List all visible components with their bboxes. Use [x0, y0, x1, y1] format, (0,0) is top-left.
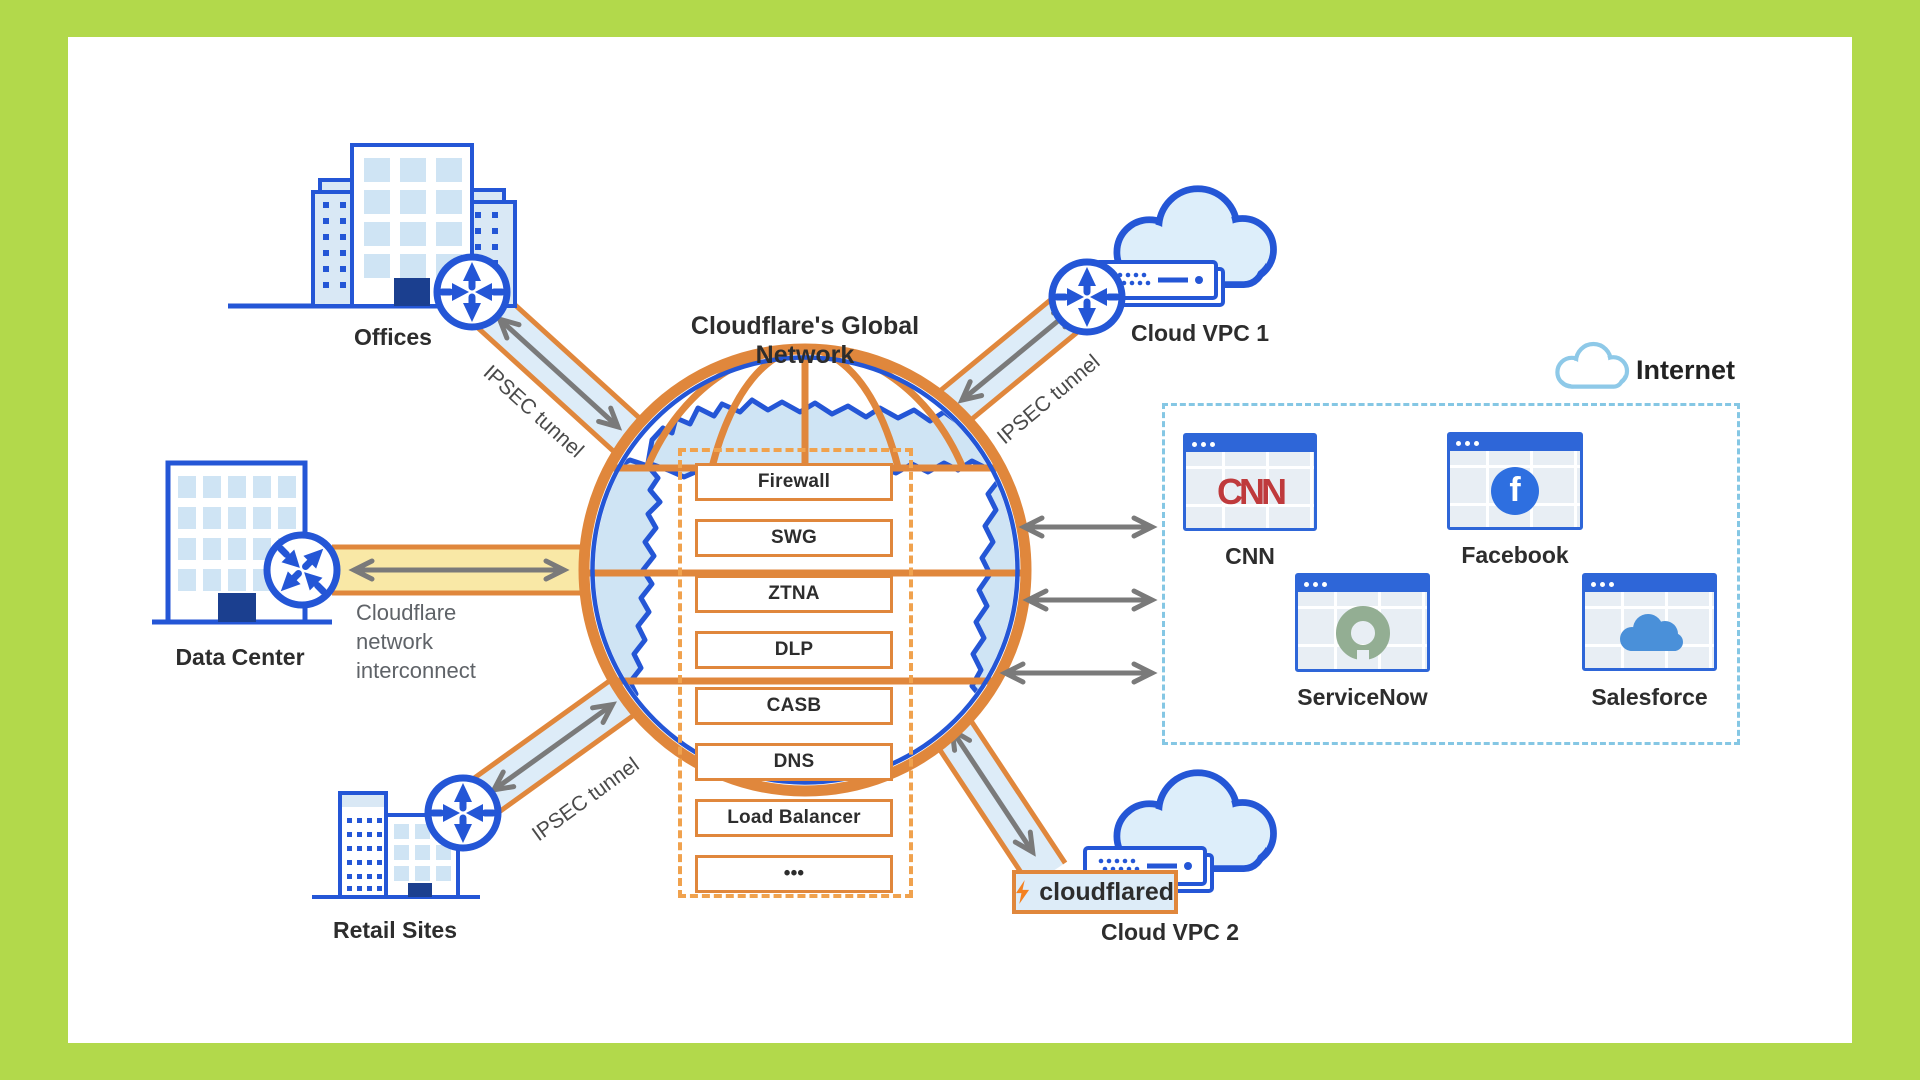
internet-cloud-icon — [1555, 341, 1630, 389]
browser-titlebar — [1585, 576, 1714, 592]
window-dot-icon — [1201, 441, 1206, 447]
internet-label: Internet — [1636, 355, 1736, 385]
servicenow-ring-notch — [1356, 650, 1369, 664]
lightning-bolt-icon — [1016, 880, 1030, 904]
browser-titlebar — [1450, 435, 1580, 451]
service-box-dns: DNS — [695, 743, 893, 781]
data-center-label: Data Center — [175, 644, 305, 670]
offices-building — [228, 143, 517, 309]
window-dot-icon — [1322, 581, 1327, 587]
browser-titlebar — [1298, 576, 1427, 592]
browser-window-cnn: CNN — [1183, 433, 1317, 531]
facebook-label: Facebook — [1461, 542, 1569, 568]
service-box-load-balancer: Load Balancer — [695, 799, 893, 837]
facebook-logo-letter: f — [1509, 471, 1521, 509]
service-box-dlp: DLP — [695, 631, 893, 669]
cloud-vpc1-label: Cloud VPC 1 — [1130, 320, 1269, 346]
browser-window-servicenow — [1295, 573, 1430, 672]
network-interconnect-label: Cloudflare network interconnect — [356, 600, 476, 683]
cloudflared-badge: cloudflared — [1012, 870, 1178, 914]
router-icon-offices — [437, 257, 507, 327]
window-dot-icon — [1609, 581, 1614, 587]
salesforce-label: Salesforce — [1591, 684, 1708, 710]
internet-arrows — [999, 515, 1158, 685]
cnn-label: CNN — [1225, 543, 1275, 569]
retail-sites-label: Retail Sites — [333, 917, 457, 943]
service-box-more: ••• — [695, 855, 893, 893]
servicenow-ring-icon — [1335, 606, 1390, 660]
window-dot-icon — [1600, 581, 1605, 587]
diagram-title: Cloudflare's Global Network — [690, 312, 920, 369]
cnn-logo: CNN — [1217, 470, 1287, 512]
browser-titlebar — [1186, 436, 1314, 452]
salesforce-cloud-logo — [1619, 613, 1683, 651]
window-dot-icon — [1304, 581, 1309, 587]
facebook-logo: f — [1491, 466, 1539, 515]
browser-window-facebook: f — [1447, 432, 1583, 530]
window-dot-icon — [1474, 440, 1479, 446]
router-icon-vpc1 — [1052, 262, 1122, 332]
services-dashed-box — [678, 448, 913, 898]
cloud-vpc2-label: Cloud VPC 2 — [1100, 919, 1239, 945]
window-dot-icon — [1210, 441, 1215, 447]
servicenow-label: ServiceNow — [1297, 684, 1428, 710]
browser-window-salesforce — [1582, 573, 1717, 671]
window-dot-icon — [1465, 440, 1470, 446]
service-box-swg: SWG — [695, 519, 893, 557]
internet-dashed-box — [1162, 403, 1740, 745]
router-icon-retail — [428, 778, 498, 848]
servicenow-logo — [1335, 606, 1390, 664]
interconnect-band — [332, 544, 588, 596]
cloudflared-label: cloudflared — [1039, 877, 1174, 906]
offices-label: Offices — [354, 324, 432, 350]
window-dot-icon — [1456, 440, 1461, 446]
browser-content: f — [1450, 451, 1580, 527]
window-dot-icon — [1313, 581, 1318, 587]
browser-content: CNN — [1186, 452, 1314, 528]
service-box-casb: CASB — [695, 687, 893, 725]
service-box-ztna: ZTNA — [695, 575, 893, 613]
window-dot-icon — [1192, 441, 1197, 447]
browser-content — [1298, 592, 1427, 669]
window-dot-icon — [1591, 581, 1596, 587]
browser-content — [1585, 592, 1714, 668]
globe — [578, 343, 1032, 797]
service-box-firewall: Firewall — [695, 463, 893, 501]
